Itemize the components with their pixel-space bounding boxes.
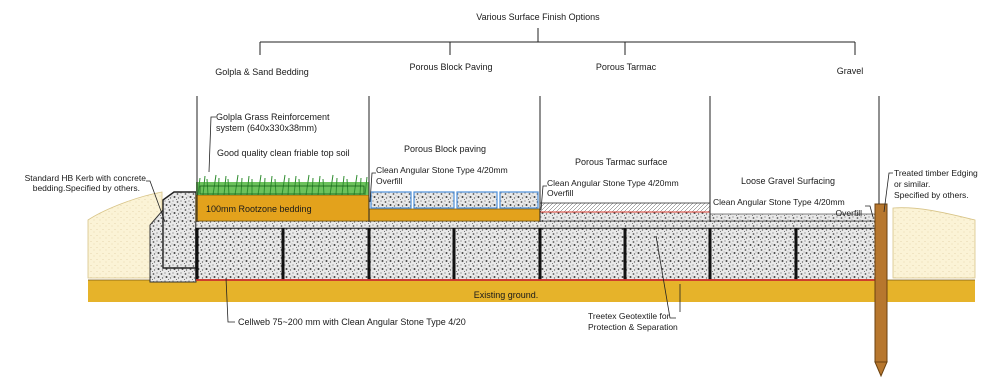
tarmac-stone-layer xyxy=(539,211,711,222)
tarmac-surface xyxy=(539,202,711,213)
label-geotextile-1: Treetex Geotextile for xyxy=(588,311,670,321)
label-topsoil: Good quality clean friable top soil xyxy=(217,148,350,158)
label-tarmac-surface: Porous Tarmac surface xyxy=(575,157,667,167)
label-kerb-2: bedding.Specified by others. xyxy=(33,183,140,193)
label-stone-tarmac-2: Overfill xyxy=(547,188,574,198)
label-stone-block-2: Overfill xyxy=(376,176,403,186)
grass-blades xyxy=(197,174,368,196)
title-bracket xyxy=(259,28,856,55)
right-fill-mound xyxy=(892,207,976,279)
existing-ground-band xyxy=(88,280,975,302)
option-block-paving: Porous Block Paving xyxy=(409,62,492,72)
label-porous-block: Porous Block paving xyxy=(404,144,486,154)
label-stone-gravel-1: Clean Angular Stone Type 4/20mm xyxy=(713,197,845,207)
label-kerb-1: Standard HB Kerb with concrete xyxy=(25,173,147,183)
diagram-title: Various Surface Finish Options xyxy=(476,12,600,22)
cellweb-walls xyxy=(195,228,883,280)
label-cellweb: Cellweb 75~200 mm with Clean Angular Sto… xyxy=(238,317,466,327)
timber-edging xyxy=(874,203,888,363)
label-timber-2: or similar. xyxy=(894,179,930,189)
option-golpla: Golpla & Sand Bedding xyxy=(215,67,309,77)
label-existing-ground: Existing ground. xyxy=(474,290,539,300)
left-fill-mound xyxy=(87,191,163,279)
label-geotextile-2: Protection & Separation xyxy=(588,322,678,332)
leader-lines xyxy=(146,116,893,323)
label-timber-1: Treated timber Edging xyxy=(894,168,978,178)
kerb xyxy=(162,191,197,269)
label-stone-tarmac-1: Clean Angular Stone Type 4/20mm xyxy=(547,178,679,188)
option-tarmac: Porous Tarmac xyxy=(596,62,657,72)
section-dividers xyxy=(196,96,880,222)
base-top-stone xyxy=(195,220,883,229)
option-gravel: Gravel xyxy=(837,66,864,76)
block-bedding xyxy=(368,208,541,222)
label-golpla-system-2: system (640x330x38mm) xyxy=(216,123,317,133)
label-stone-gravel-2: Overfill xyxy=(836,208,863,218)
golpla-cells xyxy=(199,185,365,195)
porous-blocks xyxy=(370,191,539,209)
label-rootzone: 100mm Rootzone bedding xyxy=(206,204,312,214)
label-stone-block-1: Clean Angular Stone Type 4/20mm xyxy=(376,165,508,175)
label-golpla-system-1: Golpla Grass Reinforcement xyxy=(216,112,330,122)
label-gravel-surface: Loose Gravel Surfacing xyxy=(741,176,835,186)
label-timber-3: Specified by others. xyxy=(894,190,969,200)
